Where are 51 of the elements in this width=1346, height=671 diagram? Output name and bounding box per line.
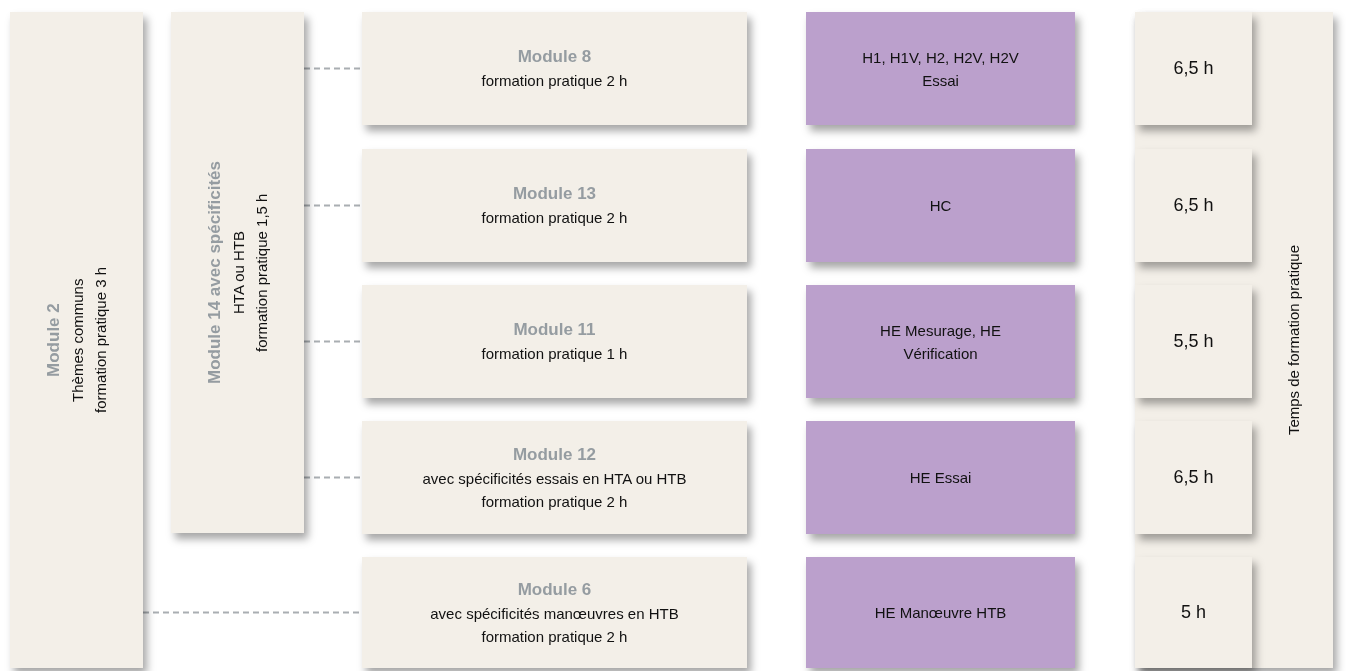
qualification-label: HE Mesurage, HE Vérification bbox=[879, 320, 1002, 364]
module-title: Module 14 avec spécificités bbox=[203, 161, 225, 384]
qualification-label: H1, H1V, H2, H2V, H2V Essai bbox=[861, 47, 1020, 91]
total-panel bbox=[1135, 12, 1333, 668]
duration-card bbox=[1135, 149, 1252, 262]
module-title: Module 6 bbox=[517, 578, 592, 601]
module-description: avec spécificités essais en HTA ou HTB bbox=[422, 468, 687, 489]
module-description: formation pratique 1,5 h bbox=[251, 193, 271, 352]
qualification-label: HE Manœuvre HTB bbox=[874, 603, 1007, 623]
dashed-connector bbox=[303, 340, 363, 343]
qualification-label: HC bbox=[929, 196, 952, 216]
module-column bbox=[10, 12, 143, 668]
duration-label: 6,5 h bbox=[1173, 195, 1214, 216]
duration-card bbox=[1135, 285, 1252, 398]
column-title: Temps de formation pratique bbox=[1283, 244, 1303, 436]
module-description: formation pratique 2 h bbox=[481, 208, 628, 228]
qualification-card bbox=[806, 421, 1075, 534]
module-description: formation pratique 1 h bbox=[481, 344, 628, 364]
duration-label: 6,5 h bbox=[1173, 58, 1214, 79]
module-description: formation pratique 3 h bbox=[90, 267, 110, 413]
qualification-card bbox=[806, 557, 1075, 668]
module-title: Module 12 bbox=[512, 443, 597, 466]
duration-label: 5,5 h bbox=[1173, 331, 1214, 352]
duration-card bbox=[1135, 557, 1252, 668]
module-description: formation pratique 2 h bbox=[481, 491, 628, 512]
module-column bbox=[171, 12, 304, 533]
duration-label: 5 h bbox=[1181, 602, 1206, 623]
module-card bbox=[362, 149, 747, 262]
module-title: Module 13 bbox=[512, 183, 597, 205]
dashed-connector bbox=[303, 67, 363, 70]
duration-card bbox=[1135, 12, 1252, 125]
module-card bbox=[362, 421, 747, 534]
module-description: formation pratique 2 h bbox=[481, 71, 628, 91]
module-title: Module 2 bbox=[42, 303, 64, 377]
qualification-label: HE Essai bbox=[909, 468, 972, 488]
dashed-connector bbox=[303, 204, 363, 207]
qualification-card bbox=[806, 12, 1075, 125]
duration-label: 6,5 h bbox=[1173, 467, 1214, 488]
module-description: avec spécificités manœuvres en HTB bbox=[430, 603, 679, 624]
module-title: Module 11 bbox=[513, 319, 596, 341]
qualification-card bbox=[806, 149, 1075, 262]
dashed-connector bbox=[303, 476, 363, 479]
module-description: Thèmes communs bbox=[67, 278, 87, 402]
module-card bbox=[362, 285, 747, 398]
module-card bbox=[362, 557, 747, 668]
duration-card bbox=[1135, 421, 1252, 534]
module-card bbox=[362, 12, 747, 125]
module-description: HTA ou HTB bbox=[228, 230, 248, 315]
module-description: formation pratique 2 h bbox=[481, 626, 628, 647]
module-title: Module 8 bbox=[517, 46, 592, 68]
qualification-card bbox=[806, 285, 1075, 398]
